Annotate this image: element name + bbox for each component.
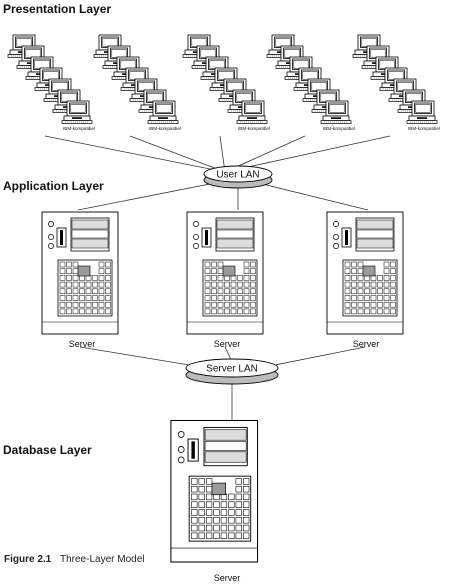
- server-icon: [41, 211, 119, 335]
- server-label-2: Server: [214, 339, 241, 349]
- server-lan-label: Server LAN: [206, 364, 258, 375]
- pc-icon: [8, 35, 92, 124]
- server-label-db: Server: [214, 573, 241, 583]
- pc-label-1: IBM-kompatibel: [63, 126, 95, 131]
- pc-icon: [183, 35, 267, 124]
- user-lan: User LAN: [203, 165, 273, 189]
- server-icon: [170, 419, 259, 563]
- pc-icon: [267, 35, 351, 124]
- pc-group-3: IBM-kompatibel: [183, 35, 270, 131]
- figure-title: Three-Layer Model: [60, 554, 144, 565]
- server-label-1: Server: [69, 339, 96, 349]
- pc-label-4: IBM-kompatibel: [323, 126, 355, 131]
- pc-group-5: IBM-kompatibel: [353, 35, 440, 131]
- server-icon: [326, 211, 404, 335]
- link-userlan-server-1: [77, 179, 231, 211]
- database-layer-title: Database Layer: [3, 443, 92, 457]
- app-server-2: Server: [186, 211, 264, 349]
- server-icon: [186, 211, 264, 335]
- pc-icon: [353, 35, 437, 124]
- link-userlan-server-3: [245, 179, 369, 211]
- link-pc-group-5: [224, 135, 391, 173]
- pc-label-2: IBM-kompatibel: [149, 126, 181, 131]
- app-server-1: Server: [41, 211, 119, 349]
- pc-label-5: IBM-kompatibel: [408, 126, 440, 131]
- pc-group-4: IBM-kompatibel: [267, 35, 355, 131]
- link-pc-group-3: [219, 135, 226, 173]
- pc-label-3: IBM-kompatibel: [238, 126, 270, 131]
- application-layer-title: Application Layer: [3, 179, 104, 193]
- pc-group-1: IBM-kompatibel: [8, 35, 95, 131]
- server-lan: Server LAN: [185, 358, 279, 385]
- figure-caption: Figure 2.1 Three-Layer Model: [4, 554, 144, 565]
- server-label-3: Server: [353, 339, 380, 349]
- db-server: Server: [170, 419, 259, 583]
- presentation-layer-title: Presentation Layer: [3, 2, 111, 16]
- link-pc-group-1: [44, 135, 226, 173]
- user-lan-label: User LAN: [216, 170, 259, 181]
- pc-icon: [94, 35, 178, 124]
- figure-number: Figure 2.1: [4, 554, 52, 565]
- pc-group-2: IBM-kompatibel: [94, 35, 181, 131]
- link-pc-group-2: [129, 135, 226, 173]
- app-server-3: Server: [326, 211, 404, 349]
